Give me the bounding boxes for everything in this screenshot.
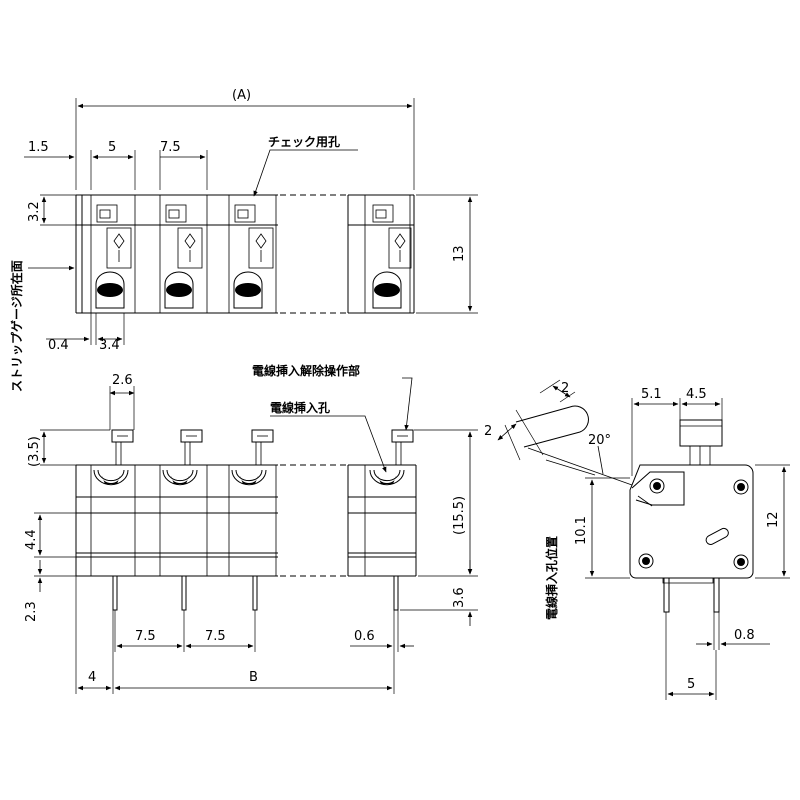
front-openings bbox=[93, 469, 405, 486]
side-mount-hole-tr bbox=[733, 479, 749, 495]
wire-release-label: 電線挿入解除操作部 bbox=[252, 363, 360, 378]
strip-gauge-label: ストリップゲージ所在面 bbox=[9, 260, 24, 392]
dim-3-5-label: (3.5) bbox=[27, 436, 42, 467]
dim-5-label: 5 bbox=[687, 677, 695, 692]
dim-1-5-label: 1.5 bbox=[28, 140, 49, 155]
top-pole-2 bbox=[159, 195, 208, 313]
front-tabs bbox=[111, 429, 414, 465]
wire-hole-position-label: 電線挿入孔位置 bbox=[544, 536, 559, 620]
dim-13-label: 13 bbox=[452, 245, 467, 262]
dim-3-6-label: 3.6 bbox=[452, 587, 467, 608]
dim-2-6-label: 2.6 bbox=[112, 373, 133, 388]
dim-2-b-label: 2 bbox=[484, 424, 492, 439]
dim-10-1-label: 10.1 bbox=[574, 516, 589, 545]
side-mount-hole-bl bbox=[638, 553, 654, 569]
dim-pitch-1-label: 7.5 bbox=[135, 629, 156, 644]
side-mount-hole-tl bbox=[649, 478, 665, 494]
dim-0-6-label: 0.6 bbox=[354, 629, 375, 644]
top-view: (A) 1.5 5 7.5 チェック用孔 bbox=[9, 88, 478, 392]
dim-2-a-label: 2 bbox=[561, 381, 569, 396]
top-pole-3 bbox=[228, 195, 277, 313]
dim-15-5-label: (15.5) bbox=[452, 496, 467, 535]
dim-2-3-label: 2.3 bbox=[24, 601, 39, 622]
dim-0-8-label: 0.8 bbox=[734, 628, 755, 643]
dim-12-label: 12 bbox=[766, 511, 781, 528]
dim-pitch-2-label: 7.5 bbox=[205, 629, 226, 644]
front-pins bbox=[112, 575, 399, 611]
dim-20deg-label: 20° bbox=[588, 433, 611, 448]
dim-3-4-label: 3.4 bbox=[99, 338, 120, 353]
front-view: 2.6 電線挿入解除操作部 電線挿入孔 bbox=[24, 363, 478, 694]
wire-insert-hole-label: 電線挿入孔 bbox=[270, 400, 330, 415]
dim-4-label: 4 bbox=[88, 670, 96, 685]
dim-3-2-label: 3.2 bbox=[27, 201, 42, 222]
dim-5-label: 5 bbox=[108, 140, 116, 155]
dim-A-label: (A) bbox=[232, 88, 251, 103]
top-pole-n bbox=[364, 195, 412, 313]
dim-7-5-label: 7.5 bbox=[160, 140, 181, 155]
wire-insertion-detail: 2 2 20° bbox=[484, 379, 633, 486]
dim-5-1-label: 5.1 bbox=[641, 387, 662, 402]
dim-4-4-label: 4.4 bbox=[24, 529, 39, 550]
top-pole-1 bbox=[90, 195, 136, 313]
side-view: 2 2 20° 5.1 4.5 bbox=[484, 379, 790, 700]
dim-B-label: B bbox=[249, 670, 258, 685]
dim-4-5-label: 4.5 bbox=[686, 387, 707, 402]
side-mount-hole-br bbox=[733, 554, 749, 570]
check-hole-label: チェック用孔 bbox=[268, 135, 340, 149]
dim-0-4-label: 0.4 bbox=[48, 338, 69, 353]
